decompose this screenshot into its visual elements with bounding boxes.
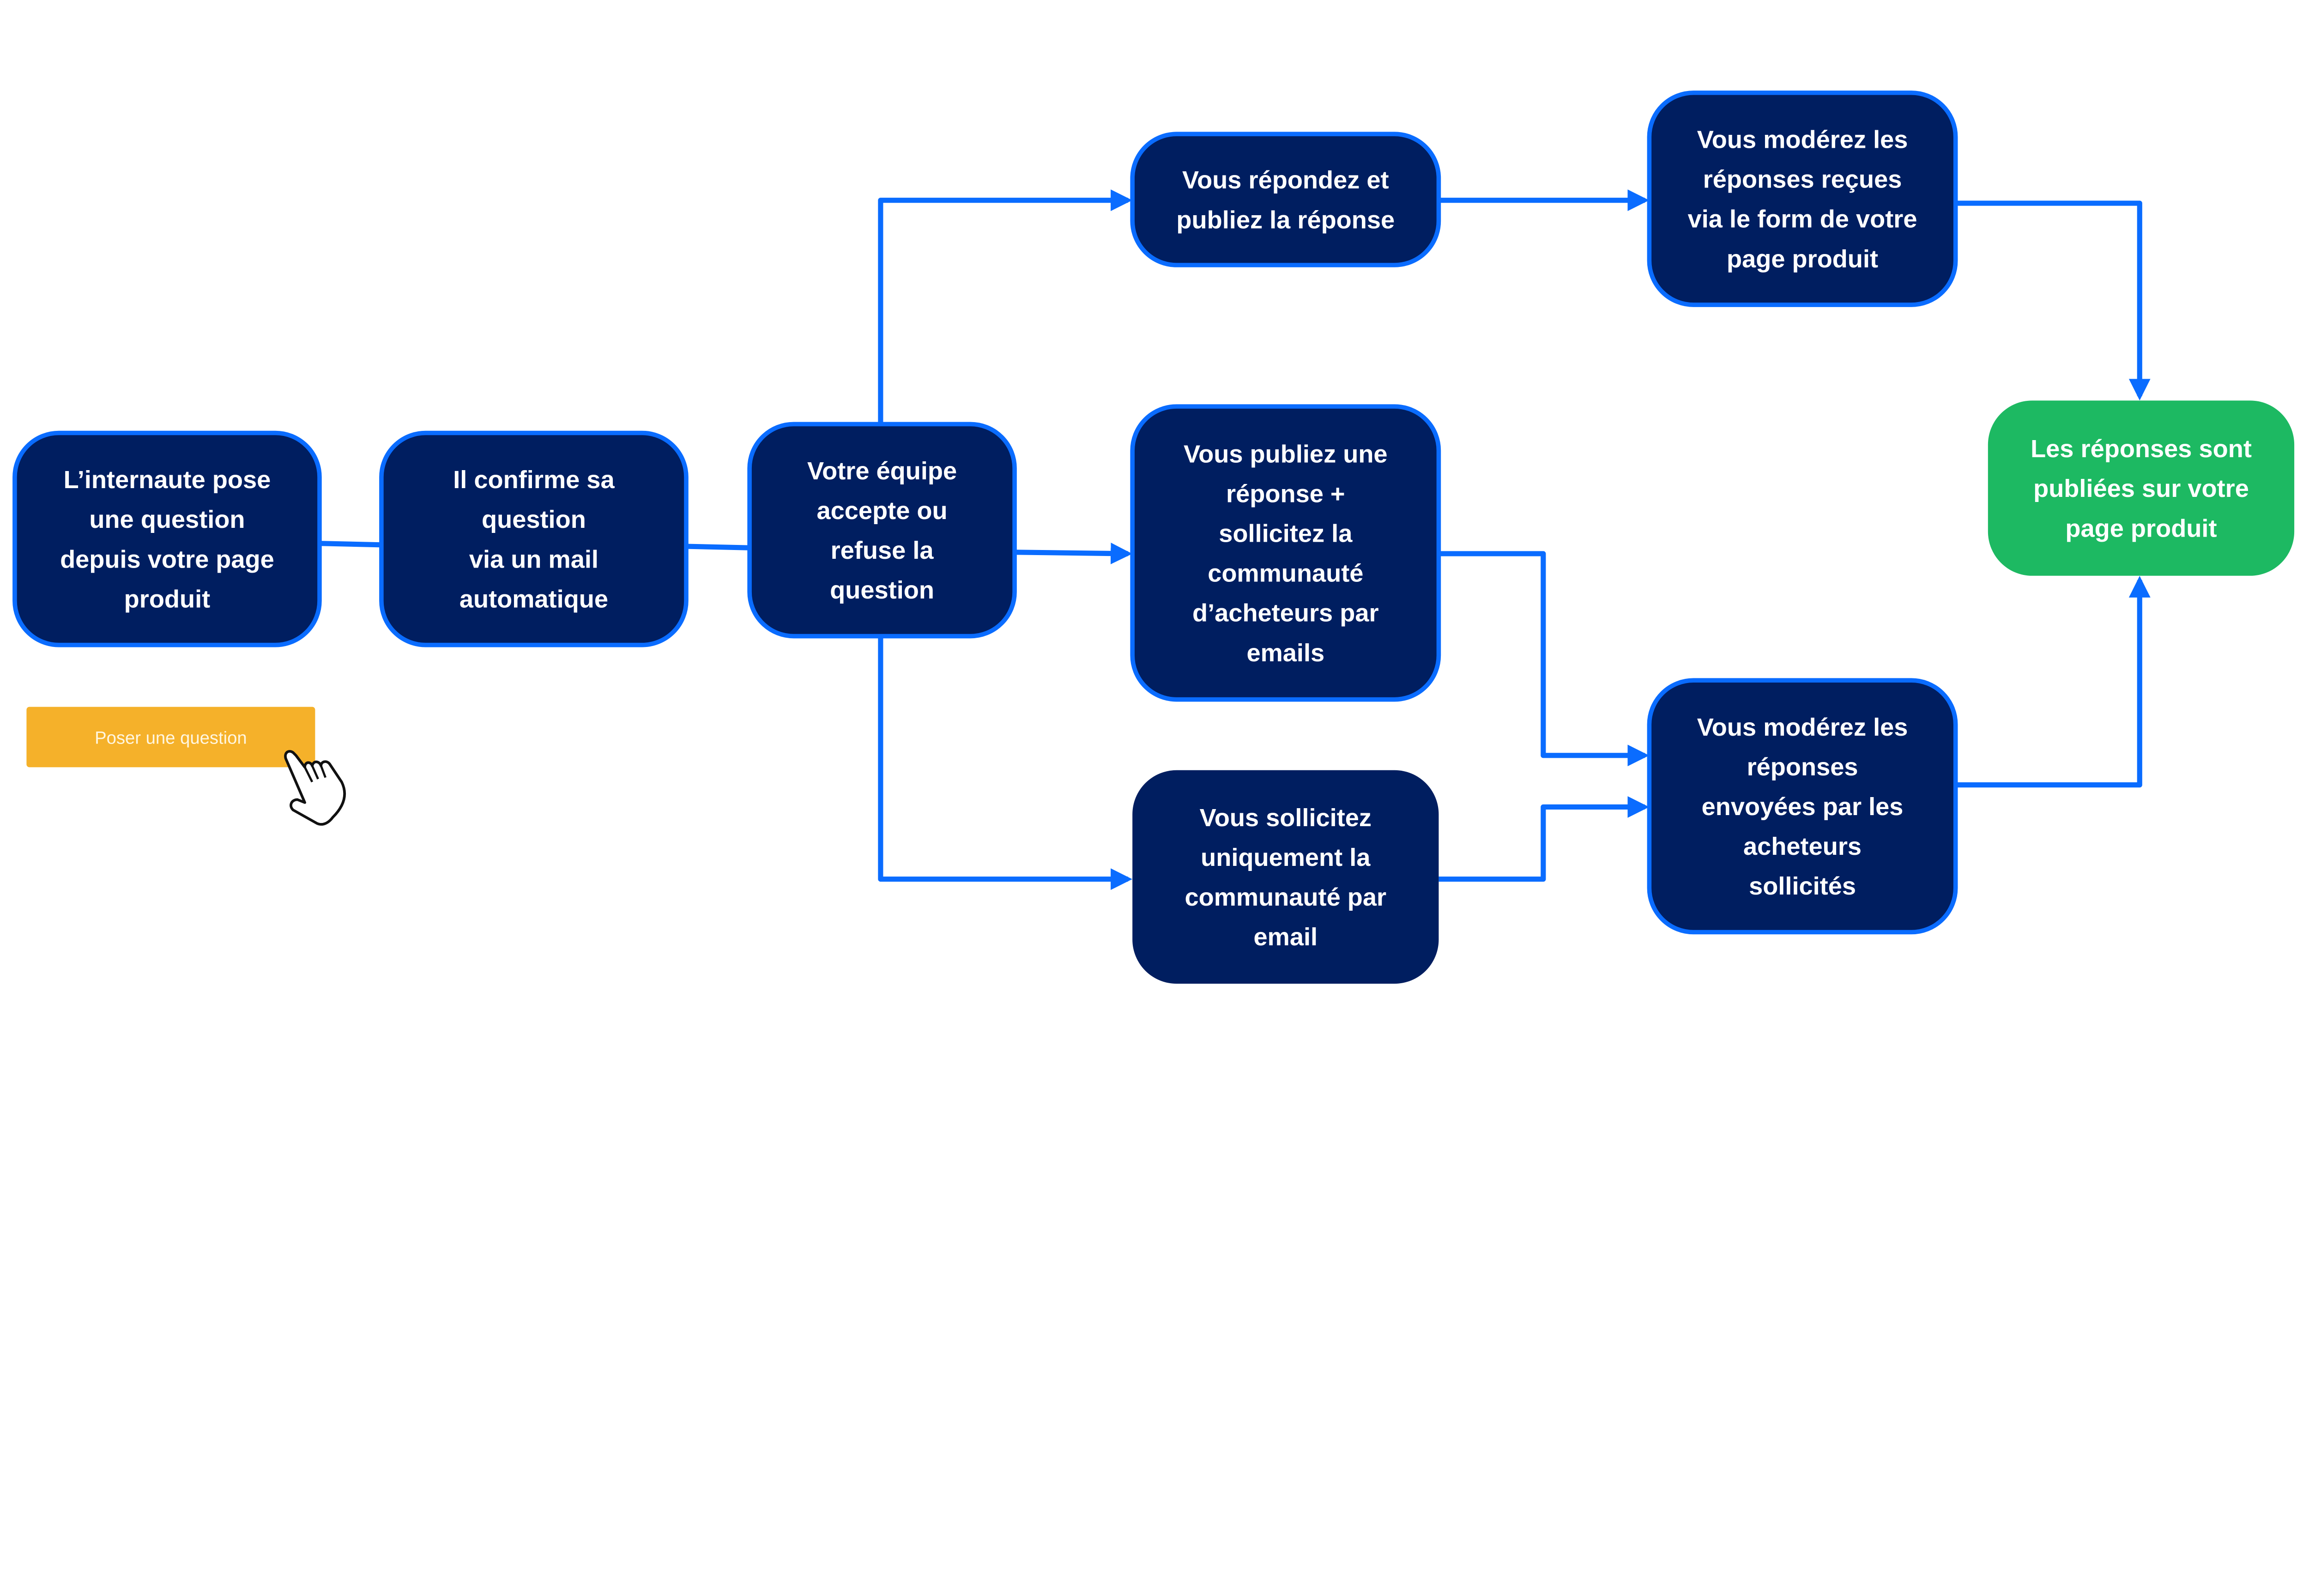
node-box (1647, 91, 1958, 307)
connector-publish-and-solicit-to-moderate-buyers (1439, 551, 1650, 767)
node-box (1647, 678, 1958, 935)
node-text-line: réponses reçues (1703, 166, 1902, 193)
connector-team-review-to-solicit-only (878, 636, 1132, 890)
connector-moderate-buyers-to-published (1955, 576, 2151, 788)
node-text-line: uniquement la (1201, 844, 1371, 871)
node-box (1988, 400, 2295, 576)
connector-visitor-asks-to-confirm-email (319, 541, 382, 548)
connector-team-review-to-you-answer (878, 189, 1132, 424)
node-text-line: via un mail (469, 545, 598, 573)
node-team-review: Votre équipe accepte ou refuse la question (747, 422, 1017, 639)
node-text-line: Vous modérez les (1697, 713, 1908, 741)
node-text-line: via le form de votre (1688, 206, 1917, 233)
node-text-line: Vous modérez les (1697, 126, 1908, 153)
node-box (747, 422, 1017, 639)
node-box (1130, 404, 1441, 702)
flow-diagram: L’internaute pose une question depuis votr… (12, 91, 2295, 984)
node-publish-and-solicit: Vous publiez une réponse + sollicitez la co… (1130, 404, 1441, 702)
node-text-line: accepte ou (817, 497, 948, 525)
connector-solicit-only-to-moderate-buyers (1439, 796, 1650, 882)
node-you-answer: Vous répondez et publiez la réponse (1130, 132, 1441, 267)
node-confirm-email: Il confirme sa question via un mail automat… (379, 430, 689, 647)
node-moderate-form: Vous modérez les réponses reçues via le fo… (1647, 91, 1958, 307)
node-text-line: Votre équipe (807, 457, 957, 485)
node-published: Les réponses sont publiées sur votre page … (1988, 400, 2295, 576)
node-text-line: communauté (1208, 560, 1363, 587)
node-text-line: envoyées par les (1702, 793, 1904, 821)
node-text-line: Vous sollicitez (1200, 804, 1372, 832)
button-label[interactable]: Poser une question (95, 728, 247, 748)
node-text-line: réponse + (1226, 480, 1345, 508)
node-text-line: sollicités (1749, 872, 1856, 900)
node-text-line: d’acheteurs par (1192, 599, 1379, 627)
node-text-line: depuis votre page (60, 545, 274, 573)
node-text-line: Vous répondez et (1182, 166, 1389, 194)
connector-confirm-email-to-team-review (686, 544, 750, 550)
node-text-line: sollicitez la (1219, 520, 1353, 547)
node-text-line: emails (1246, 639, 1324, 667)
node-text-line: refuse la (831, 537, 934, 564)
node-text-line: une question (89, 506, 245, 533)
node-text-line: réponses (1747, 753, 1858, 781)
node-box (379, 430, 689, 647)
node-visitor-asks: L’internaute pose une question depuis votr… (12, 430, 322, 647)
button-background[interactable] (26, 707, 315, 768)
node-text-line: Les réponses sont (2031, 435, 2252, 463)
node-text-line: question (830, 576, 934, 604)
node-text-line: L’internaute pose (64, 466, 271, 494)
connectors (319, 189, 2151, 890)
node-text-line: communauté par (1185, 883, 1386, 911)
node-text-line: page produit (2065, 514, 2217, 542)
node-text-line: Vous publiez une (1184, 440, 1388, 468)
nodes: L’internaute pose une question depuis votr… (12, 91, 2295, 984)
node-text-line: Il confirme sa (453, 466, 615, 494)
node-box (1132, 770, 1439, 984)
node-solicit-only: Vous sollicitez uniquement la communauté p… (1132, 770, 1439, 984)
ask-question-button[interactable]: Poser une question (26, 707, 315, 768)
node-box (12, 430, 322, 647)
node-text-line: produit (124, 585, 211, 613)
node-text-line: question (482, 506, 586, 533)
node-text-line: automatique (459, 585, 608, 613)
node-box (1130, 132, 1441, 267)
node-text-line: publiez la réponse (1176, 206, 1395, 234)
node-text-line: email (1254, 923, 1318, 951)
connector-moderate-form-to-published (1955, 200, 2151, 401)
connector-team-review-to-publish-and-solicit (1014, 543, 1132, 564)
hand-pointer-icon (284, 750, 346, 826)
node-text-line: page produit (1727, 245, 1878, 273)
node-text-line: publiées sur votre (2033, 475, 2249, 502)
node-text-line: acheteurs (1743, 833, 1862, 860)
node-moderate-buyers: Vous modérez les réponses envoyées par les… (1647, 678, 1958, 935)
